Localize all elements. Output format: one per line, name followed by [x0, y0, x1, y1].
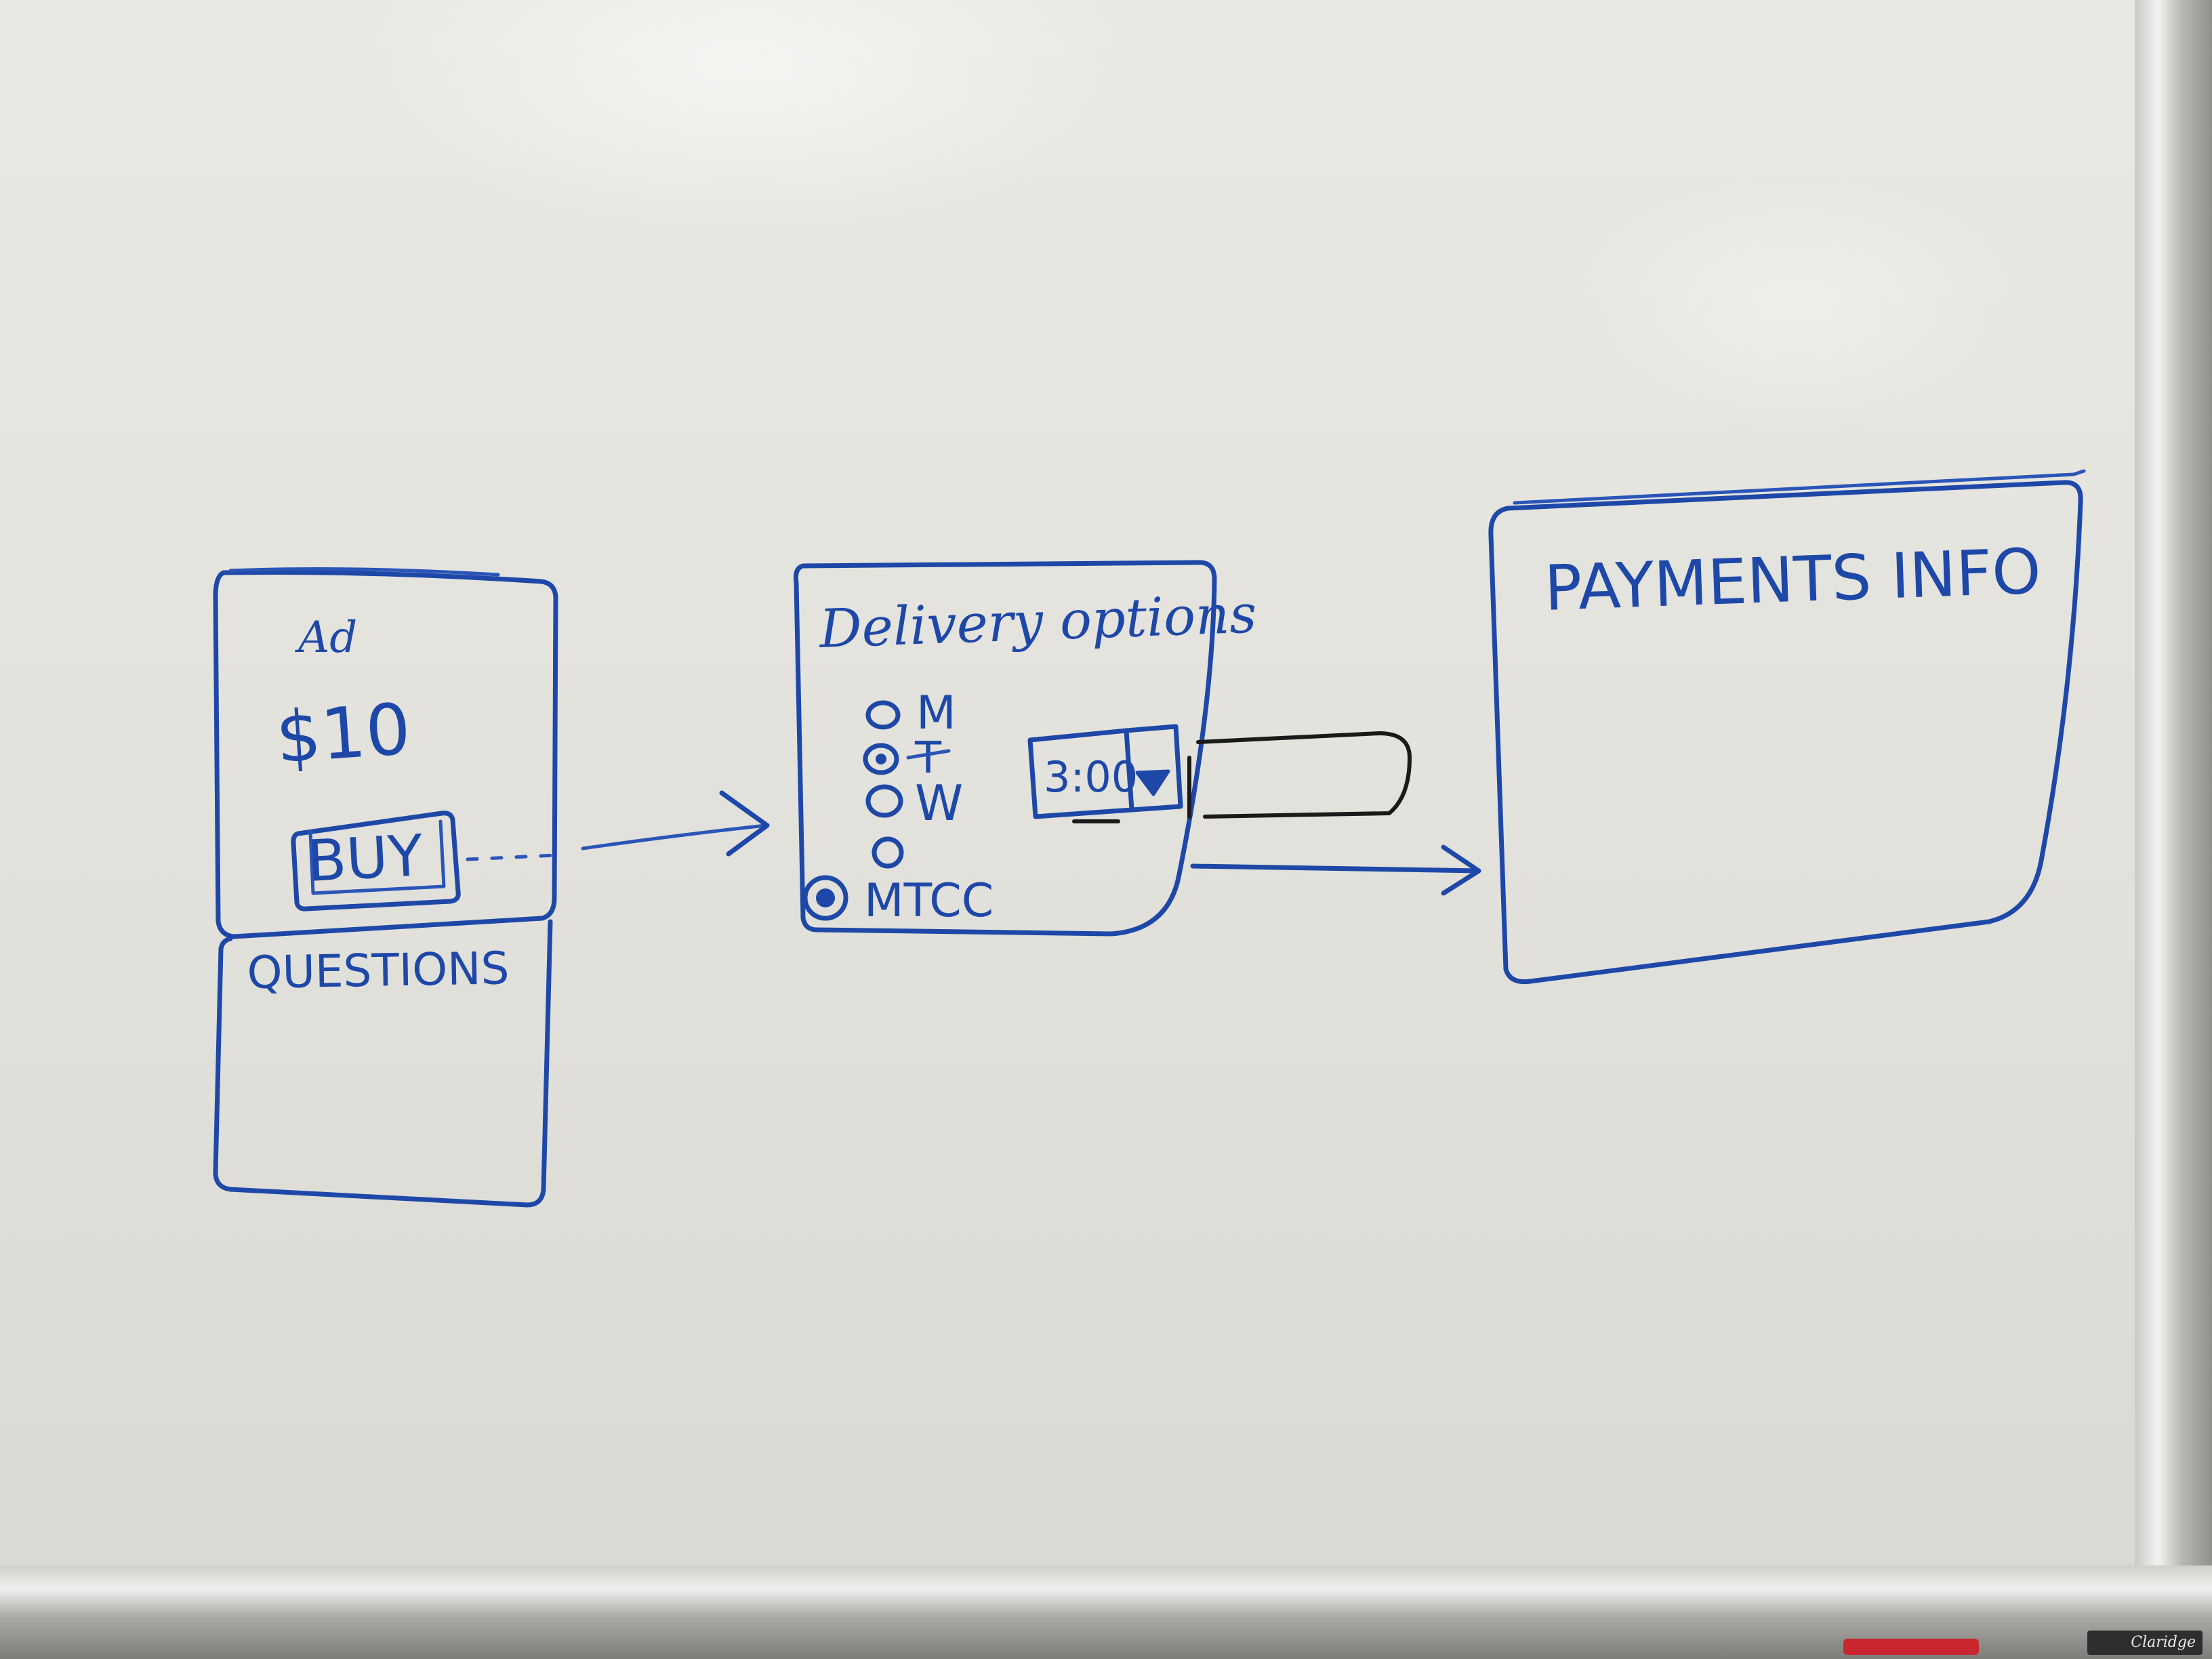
location-option-mtcc[interactable]: MTCC — [802, 874, 994, 928]
arrow-head — [719, 790, 770, 857]
dropdown-button-frame — [1124, 724, 1183, 813]
ad-screen-frame — [213, 570, 558, 939]
radio-blank-icon — [872, 836, 904, 869]
day-option-m-label: M — [916, 687, 956, 740]
radio-m-icon — [865, 700, 901, 730]
day-option-w[interactable]: W — [865, 775, 963, 832]
questions-label: QUESTIONS — [247, 942, 510, 999]
marker-on-tray — [1843, 1639, 1979, 1655]
day-option-blank[interactable] — [872, 836, 904, 869]
text-input-sketch[interactable] — [1187, 731, 1412, 819]
dashed-connector — [466, 853, 558, 861]
day-option-w-label: W — [915, 775, 963, 832]
payments-screen-frame — [1488, 480, 2083, 985]
arrow-head-2 — [1441, 844, 1481, 896]
chevron-down-icon — [1135, 769, 1170, 796]
radio-mtcc-selected-dot — [816, 888, 835, 907]
ad-price: $10 — [273, 687, 413, 779]
day-option-m[interactable]: M — [865, 687, 956, 740]
payments-screen: PAYMENTS INFO — [1488, 469, 2086, 985]
time-select-value: 3:00 — [1044, 752, 1138, 802]
questions-panel: QUESTIONS — [213, 919, 553, 1208]
radio-t-icon — [863, 743, 899, 775]
ad-screen-frame-echo — [228, 567, 500, 577]
day-option-t[interactable]: T — [863, 733, 951, 783]
ad-title: Ad — [295, 613, 357, 663]
buy-to-delivery-arrow — [466, 790, 770, 861]
location-option-mtcc-label: MTCC — [864, 874, 994, 928]
buy-button-label: BUY — [306, 822, 425, 895]
text-input-frame — [1196, 731, 1412, 819]
payments-screen-frame-echo — [1513, 469, 2086, 505]
radio-mtcc-icon — [802, 875, 848, 921]
time-select-dropdown-button[interactable] — [1124, 724, 1183, 813]
delivery-screen: Delivery options M T W MTCC 3:00 — [794, 560, 1481, 937]
day-option-t-label: T — [914, 733, 942, 783]
time-select[interactable]: 3:00 — [1027, 724, 1183, 823]
whiteboard-brand-logo: Claridge — [2087, 1631, 2203, 1655]
buy-button-frame — [291, 811, 461, 912]
buy-button-frame-inner — [308, 819, 446, 895]
questions-panel-frame — [213, 919, 553, 1208]
arrow-shaft-2 — [1190, 863, 1480, 874]
board-glare-secondary — [1559, 169, 2033, 441]
payments-title: PAYMENTS INFO — [1543, 535, 2042, 625]
delivery-to-payments-arrow — [1190, 844, 1481, 896]
day-option-t-strike — [906, 749, 951, 760]
buy-button[interactable]: BUY — [291, 811, 461, 912]
arrow-shaft — [581, 823, 768, 851]
ad-screen: Ad $10 BUY — [213, 567, 558, 939]
radio-t-selected-dot — [876, 754, 886, 764]
radio-w-icon — [865, 784, 903, 818]
delivery-screen-frame — [794, 560, 1217, 937]
whiteboard-frame-right — [2135, 0, 2212, 1659]
delivery-title: Delivery options — [817, 584, 1258, 661]
